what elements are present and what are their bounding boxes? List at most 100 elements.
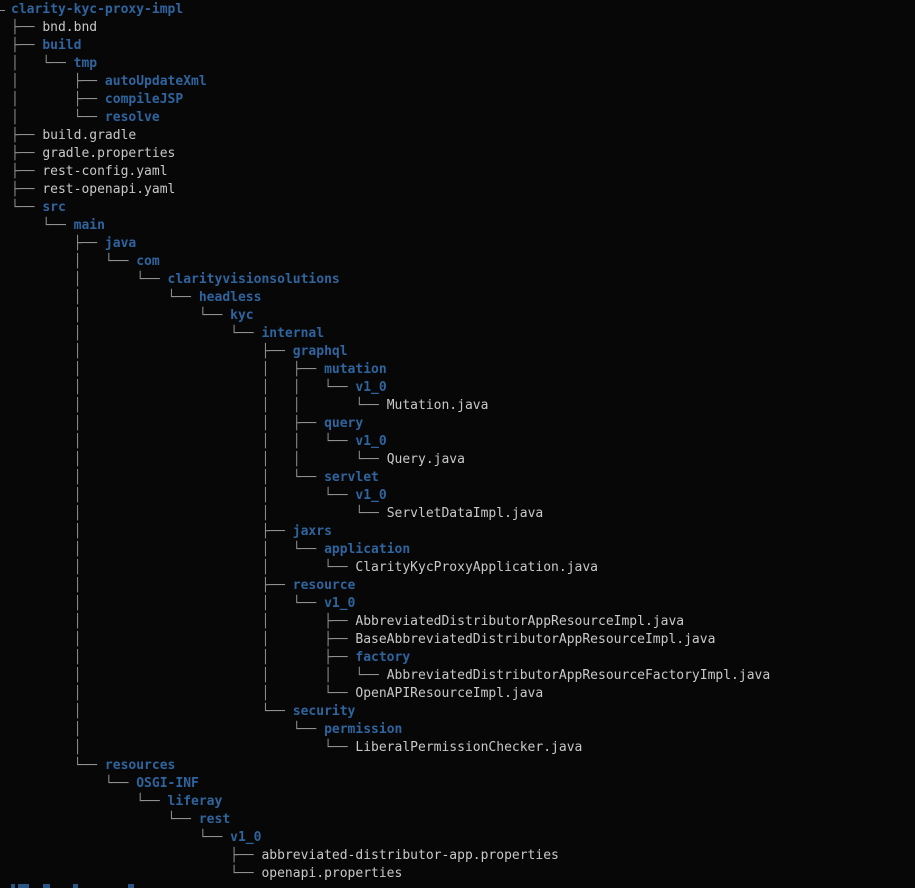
tree-row: │ ├── compileJSP <box>11 91 915 109</box>
file-label: rest-openapi.yaml <box>42 182 176 197</box>
tree-connector-prefix: │ │ ├── <box>11 614 356 629</box>
tree-row: ├── build <box>11 37 915 55</box>
tree-row: └── rest <box>11 811 915 829</box>
directory-label: query <box>324 416 364 431</box>
tree-connector-prefix: └── <box>11 776 137 791</box>
tree-connector-prefix: │ │ └── <box>11 506 387 521</box>
tree-connector-prefix: │ │ └── <box>11 596 325 611</box>
directory-label: build <box>42 38 82 53</box>
tree-row: │ ├── autoUpdateXml <box>11 73 915 91</box>
tree-connector-prefix: │ └── <box>11 722 325 737</box>
tree-connector-prefix: │ │ ├── <box>11 632 356 647</box>
tree-row: │ ├── graphql <box>11 343 915 361</box>
directory-label: v1_0 <box>324 596 356 611</box>
file-label: ClarityKycProxyApplication.java <box>355 560 599 575</box>
file-label: ServletDataImpl.java <box>386 506 544 521</box>
tree-connector-prefix: │ └── <box>11 740 356 755</box>
file-label: gradle.properties <box>42 146 176 161</box>
directory-label: graphql <box>292 344 348 359</box>
directory-label: headless <box>198 290 262 305</box>
directory-label: main <box>73 218 105 233</box>
directory-label: internal <box>261 326 325 341</box>
directory-label: src <box>42 200 66 215</box>
tree-row: │ └── headless <box>11 289 915 307</box>
tree-connector-prefix: │ └── <box>11 290 199 305</box>
tree-row: │ │ └── ServletDataImpl.java <box>11 505 915 523</box>
directory-label: application <box>324 542 411 557</box>
glyph-fragment <box>128 884 134 888</box>
directory-label: v1_0 <box>355 380 387 395</box>
file-label: OpenAPIResourceImpl.java <box>355 686 544 701</box>
tree-connector-prefix: └── <box>11 758 105 773</box>
directory-label: liferay <box>167 794 223 809</box>
glyph-fragment <box>18 884 29 888</box>
tree-row: │ │ └── v1_0 <box>11 487 915 505</box>
tree-row: │ │ └── OpenAPIResourceImpl.java <box>11 685 915 703</box>
tree-row: │ │ │ └── v1_0 <box>11 433 915 451</box>
tree-connector-prefix: ├── <box>11 164 43 179</box>
tree-row: │ │ │ └── v1_0 <box>11 379 915 397</box>
directory-label: permission <box>324 722 403 737</box>
directory-label: kyc <box>230 308 254 323</box>
tree-row: │ ├── jaxrs <box>11 523 915 541</box>
tree-row: │ │ │ └── Mutation.java <box>11 397 915 415</box>
directory-label: clarity-kyc-proxy-impl <box>11 2 184 17</box>
directory-label: com <box>136 254 160 269</box>
tree-row: └── resources <box>11 757 915 775</box>
tree-connector-prefix: ├── <box>11 236 105 251</box>
tree-row: ├── java <box>11 235 915 253</box>
tree-connector-prefix: │ │ ├── <box>11 362 325 377</box>
tree-row: │ │ └── servlet <box>11 469 915 487</box>
tree-row: │ │ └── v1_0 <box>11 595 915 613</box>
directory-label: clarityvisionsolutions <box>167 272 340 287</box>
tree-row: └── OSGI-INF <box>11 775 915 793</box>
file-label: bnd.bnd <box>42 20 98 35</box>
file-label: BaseAbbreviatedDistributorAppResourceImp… <box>355 632 716 647</box>
tree-connector-prefix: └── <box>11 794 168 809</box>
tree-row: └── openapi.properties <box>11 865 915 883</box>
tree-connector-prefix: │ ├── <box>11 74 105 89</box>
directory-label: v1_0 <box>355 488 387 503</box>
tree-connector-prefix: ├── <box>11 146 43 161</box>
tree-row: ├── gradle.properties <box>11 145 915 163</box>
file-label: abbreviated-distributor-app.properties <box>261 848 559 863</box>
directory-label: resolve <box>104 110 160 125</box>
cropped-bottom-line <box>0 883 915 888</box>
tree-row: clarity-kyc-proxy-impl <box>0 1 915 19</box>
tree-connector-prefix: │ ├── <box>11 524 293 539</box>
tree-connector-prefix: │ │ │ └── <box>11 434 356 449</box>
directory-label: servlet <box>324 470 379 485</box>
tree-connector-prefix: │ │ ├── <box>11 650 356 665</box>
tree-row: └── src <box>11 199 915 217</box>
file-label: LiberalPermissionChecker.java <box>355 740 583 755</box>
tree-row: │ │ └── application <box>11 541 915 559</box>
tree-row: ├── build.gradle <box>11 127 915 145</box>
directory-label: mutation <box>324 362 387 377</box>
tree-row: │ │ ├── query <box>11 415 915 433</box>
tree-connector-prefix: │ └── <box>11 254 137 269</box>
tree-connector-prefix: │ └── <box>11 308 231 323</box>
file-label: AbbreviatedDistributorAppResourceImpl.ja… <box>355 614 685 629</box>
directory-label: tmp <box>73 56 98 71</box>
directory-label: security <box>292 704 356 719</box>
glyph-fragment <box>73 884 78 888</box>
file-label: Mutation.java <box>386 398 489 413</box>
tree-row: │ └── tmp <box>11 55 915 73</box>
tree-connector-prefix: │ │ └── <box>11 686 356 701</box>
tree-connector-prefix: │ └── <box>11 704 293 719</box>
tree-connector-prefix: └── <box>11 812 199 827</box>
tree-connector-prefix: │ │ ├── <box>11 416 325 431</box>
tree-row: │ │ └── ClarityKycProxyApplication.java <box>11 559 915 577</box>
tree-connector-prefix: └── <box>11 830 231 845</box>
file-label: Query.java <box>386 452 465 467</box>
tree-connector-prefix: │ │ └── <box>11 470 325 485</box>
tree-connector-prefix: │ │ └── <box>11 488 356 503</box>
directory-label: factory <box>355 650 411 665</box>
file-label: rest-config.yaml <box>42 164 168 179</box>
tree-row: │ │ ├── mutation <box>11 361 915 379</box>
tree-row: │ │ │ └── AbbreviatedDistributorAppResou… <box>11 667 915 685</box>
glyph-fragment <box>43 884 50 888</box>
tree-row: │ │ ├── BaseAbbreviatedDistributorAppRes… <box>11 631 915 649</box>
